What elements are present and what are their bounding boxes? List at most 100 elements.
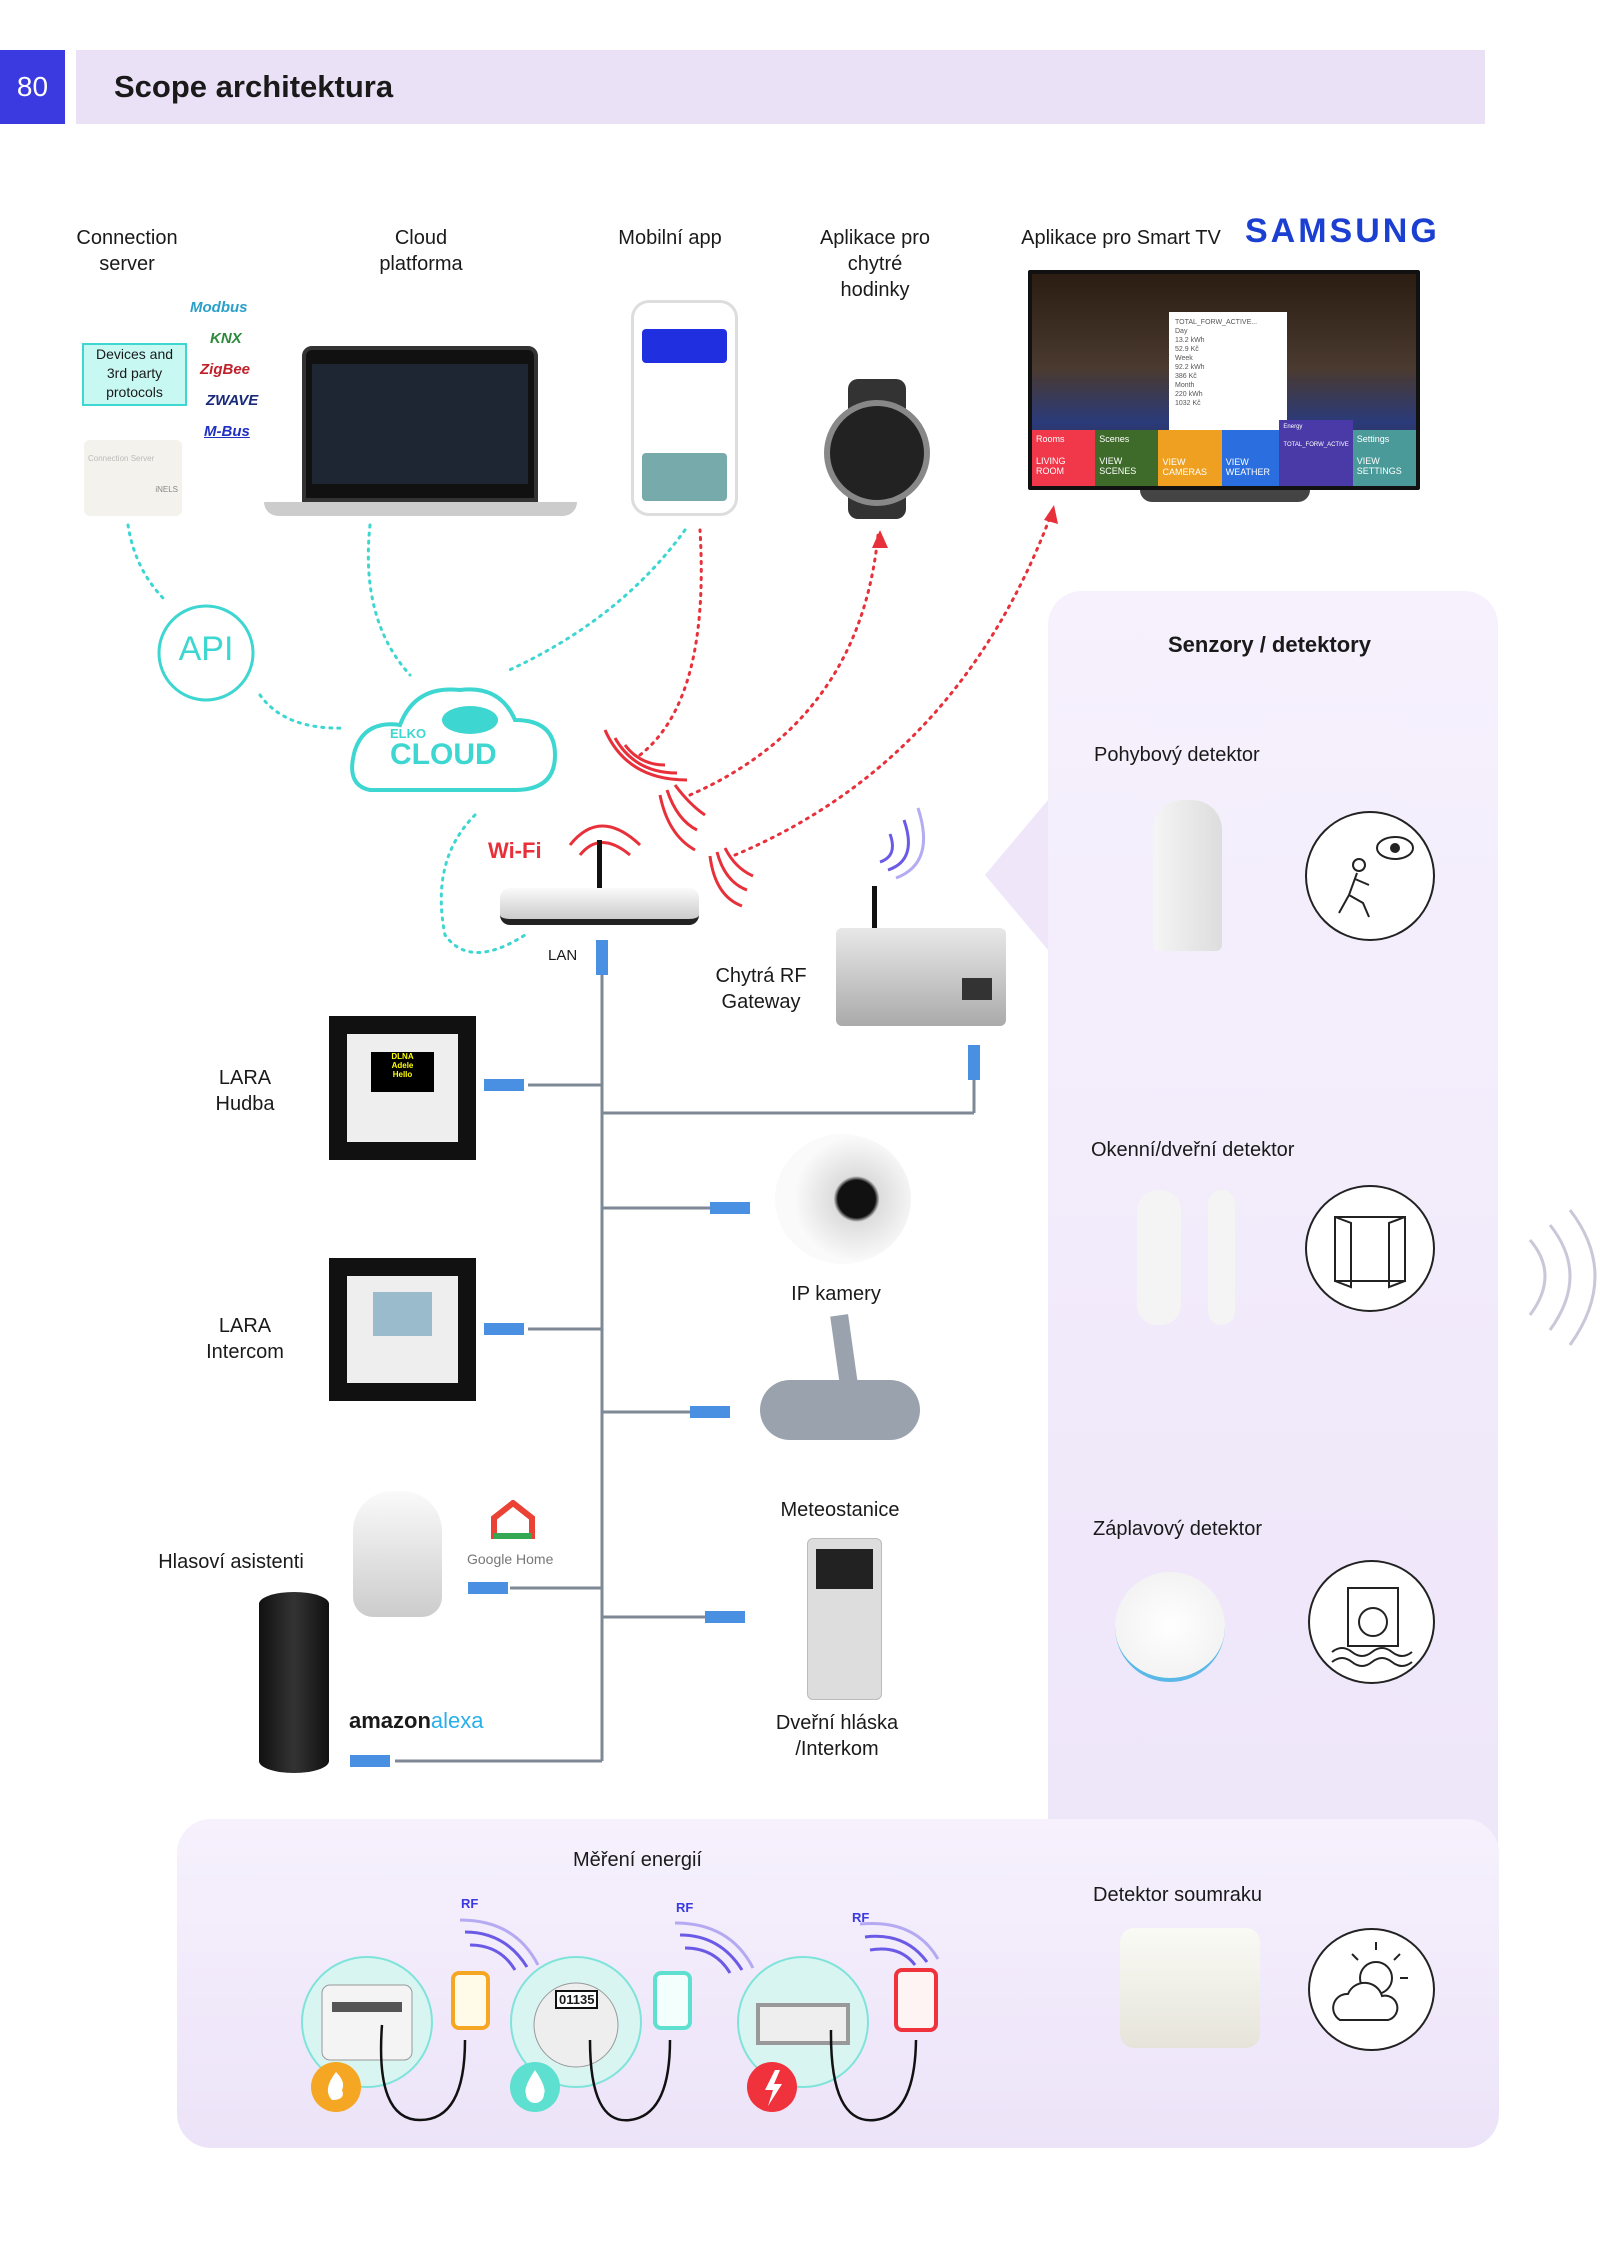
tv-tile-label: LIVING ROOM xyxy=(1036,456,1066,476)
label-watch-app: Aplikace pro chytré hodinky xyxy=(819,227,931,301)
sensor-window-label: Okenní/dveřní detektor xyxy=(1091,1139,1295,1161)
connection-server-device: Connection Server iNELS xyxy=(84,440,182,516)
label-door-intercom: Dveřní hláska /Interkom xyxy=(775,1712,899,1760)
tv-tile-label: TOTAL_FORW_ACTIVE xyxy=(1283,442,1349,448)
arrow-head-watch xyxy=(872,530,888,548)
server-device-text: Connection Server xyxy=(88,454,155,463)
tv-popup-value: 13.2 kWh xyxy=(1175,337,1205,344)
page-title: Scope architektura xyxy=(76,50,1485,124)
tv-tile-label: VIEW WEATHER xyxy=(1225,457,1271,477)
panel-pointer xyxy=(985,800,1048,950)
gateway-antenna xyxy=(872,886,877,931)
mbus-logo: M-Bus xyxy=(204,423,250,440)
motion-icon xyxy=(1305,811,1435,941)
knx-logo: KNX xyxy=(210,330,242,347)
wifi-waves xyxy=(568,729,754,908)
tv-tile-label: VIEW CAMERAS xyxy=(1162,457,1207,477)
zigbee-logo: ZigBee xyxy=(200,361,251,378)
protocol-logos: Modbus KNX ZigBee ZWAVE M-Bus xyxy=(190,292,258,447)
link-phone-cloud xyxy=(503,528,687,674)
tv-tile-header: Scenes xyxy=(1099,434,1130,444)
wifi-label: Wi-Fi xyxy=(488,838,542,863)
door-intercom xyxy=(807,1538,882,1700)
alexa-text: alexa xyxy=(430,1708,484,1733)
tv-tile-cameras: VIEW CAMERAS xyxy=(1158,430,1222,486)
lara-hudba-device: DLNA Adele Hello xyxy=(329,1016,476,1160)
tv-popup-period: Week xyxy=(1175,355,1193,362)
cloud-label-small: ELKO xyxy=(390,726,427,741)
side-waves xyxy=(1528,1209,1597,1346)
samsung-logo: SAMSUNG xyxy=(1245,212,1440,250)
sensor-twilight-label: Detektor soumraku xyxy=(1093,1884,1262,1906)
arrow-head-tv xyxy=(1044,505,1058,524)
tv-popup-period: Month xyxy=(1175,382,1195,389)
tv-tile-label: VIEW SCENES xyxy=(1099,456,1137,476)
google-home-speaker xyxy=(353,1491,442,1617)
server-brand: iNELS xyxy=(155,485,178,494)
link-router-tv xyxy=(733,510,1054,857)
sensor-flood-label: Záplavový detektor xyxy=(1093,1518,1262,1540)
zwave-logo: ZWAVE xyxy=(206,392,259,409)
tv-popup-period: Day xyxy=(1175,328,1188,335)
link-laptop-cloud xyxy=(366,523,412,677)
window-sensor-body xyxy=(1137,1190,1181,1325)
router-antenna xyxy=(597,840,602,888)
tv-popup-value: 386 Kč xyxy=(1175,373,1197,380)
rf-label-water: RF xyxy=(676,1900,694,1915)
tv-popup-value: 52.9 Kč xyxy=(1175,346,1199,353)
lara-screen: DLNA Adele Hello xyxy=(371,1052,434,1092)
amazon-echo xyxy=(259,1592,329,1773)
lan-bus xyxy=(395,975,976,1763)
label-lara-hudba: LARA Hudba xyxy=(215,1067,275,1115)
meters xyxy=(301,1956,938,2122)
label-ip-cameras: IP kamery xyxy=(791,1283,881,1305)
label-meteo: Meteostanice xyxy=(780,1499,900,1521)
page-number: 80 xyxy=(0,50,65,124)
link-router-phone xyxy=(638,528,703,757)
sun-cloud-icon xyxy=(1308,1928,1435,2051)
label-smart-tv: Aplikace pro Smart TV xyxy=(1021,227,1221,249)
mobile-phone xyxy=(631,300,738,516)
flood-icon xyxy=(1308,1560,1435,1684)
link-server-api xyxy=(126,523,167,602)
link-cloud-router xyxy=(439,813,527,954)
meteo-station xyxy=(760,1380,920,1440)
devices-protocols-box: Devices and 3rd party protocols xyxy=(82,343,187,406)
lan-label: LAN xyxy=(548,947,578,964)
google-home-label: Google Home xyxy=(467,1551,554,1567)
label-voice-assistants: Hlasoví asistenti xyxy=(158,1551,304,1573)
api-label: API xyxy=(178,630,234,668)
link-router-watch xyxy=(688,533,880,797)
motion-sensor xyxy=(1153,800,1222,951)
twilight-sensor xyxy=(1120,1928,1260,2048)
label-gateway: Chytrá RF Gateway xyxy=(715,965,807,1013)
tv-popup-value: 220 kWh xyxy=(1175,391,1203,398)
page-title-text: Scope architektura xyxy=(114,69,394,104)
label-connection-server: Connection server xyxy=(76,227,178,275)
smart-watch xyxy=(824,400,930,506)
elko-cloud-icon xyxy=(350,687,558,792)
rf-label-electricity: RF xyxy=(852,1910,870,1925)
sensor-motion-label: Pohybový detektor xyxy=(1094,744,1260,766)
tv-tile-header: Energy xyxy=(1283,424,1303,430)
tv-popup-value: 92.2 kWh xyxy=(1175,364,1205,371)
ip-camera xyxy=(775,1134,911,1264)
window-sensor-magnet xyxy=(1208,1190,1235,1325)
rf-label-gas: RF xyxy=(461,1896,479,1911)
amazon-text: amazon xyxy=(349,1708,431,1733)
rf-gateway xyxy=(836,928,1006,1026)
window-icon xyxy=(1305,1185,1435,1312)
laptop-cloud-platform xyxy=(302,346,538,502)
tv-popup-value: 1032 Kč xyxy=(1175,400,1201,407)
sensors-title: Senzory / detektory xyxy=(1168,632,1371,657)
tv-stand xyxy=(1140,490,1310,502)
tv-tile-weather: VIEW WEATHER xyxy=(1221,430,1280,486)
energy-title: Měření energií xyxy=(573,1849,702,1871)
label-lara-intercom: LARA Intercom xyxy=(206,1315,284,1363)
